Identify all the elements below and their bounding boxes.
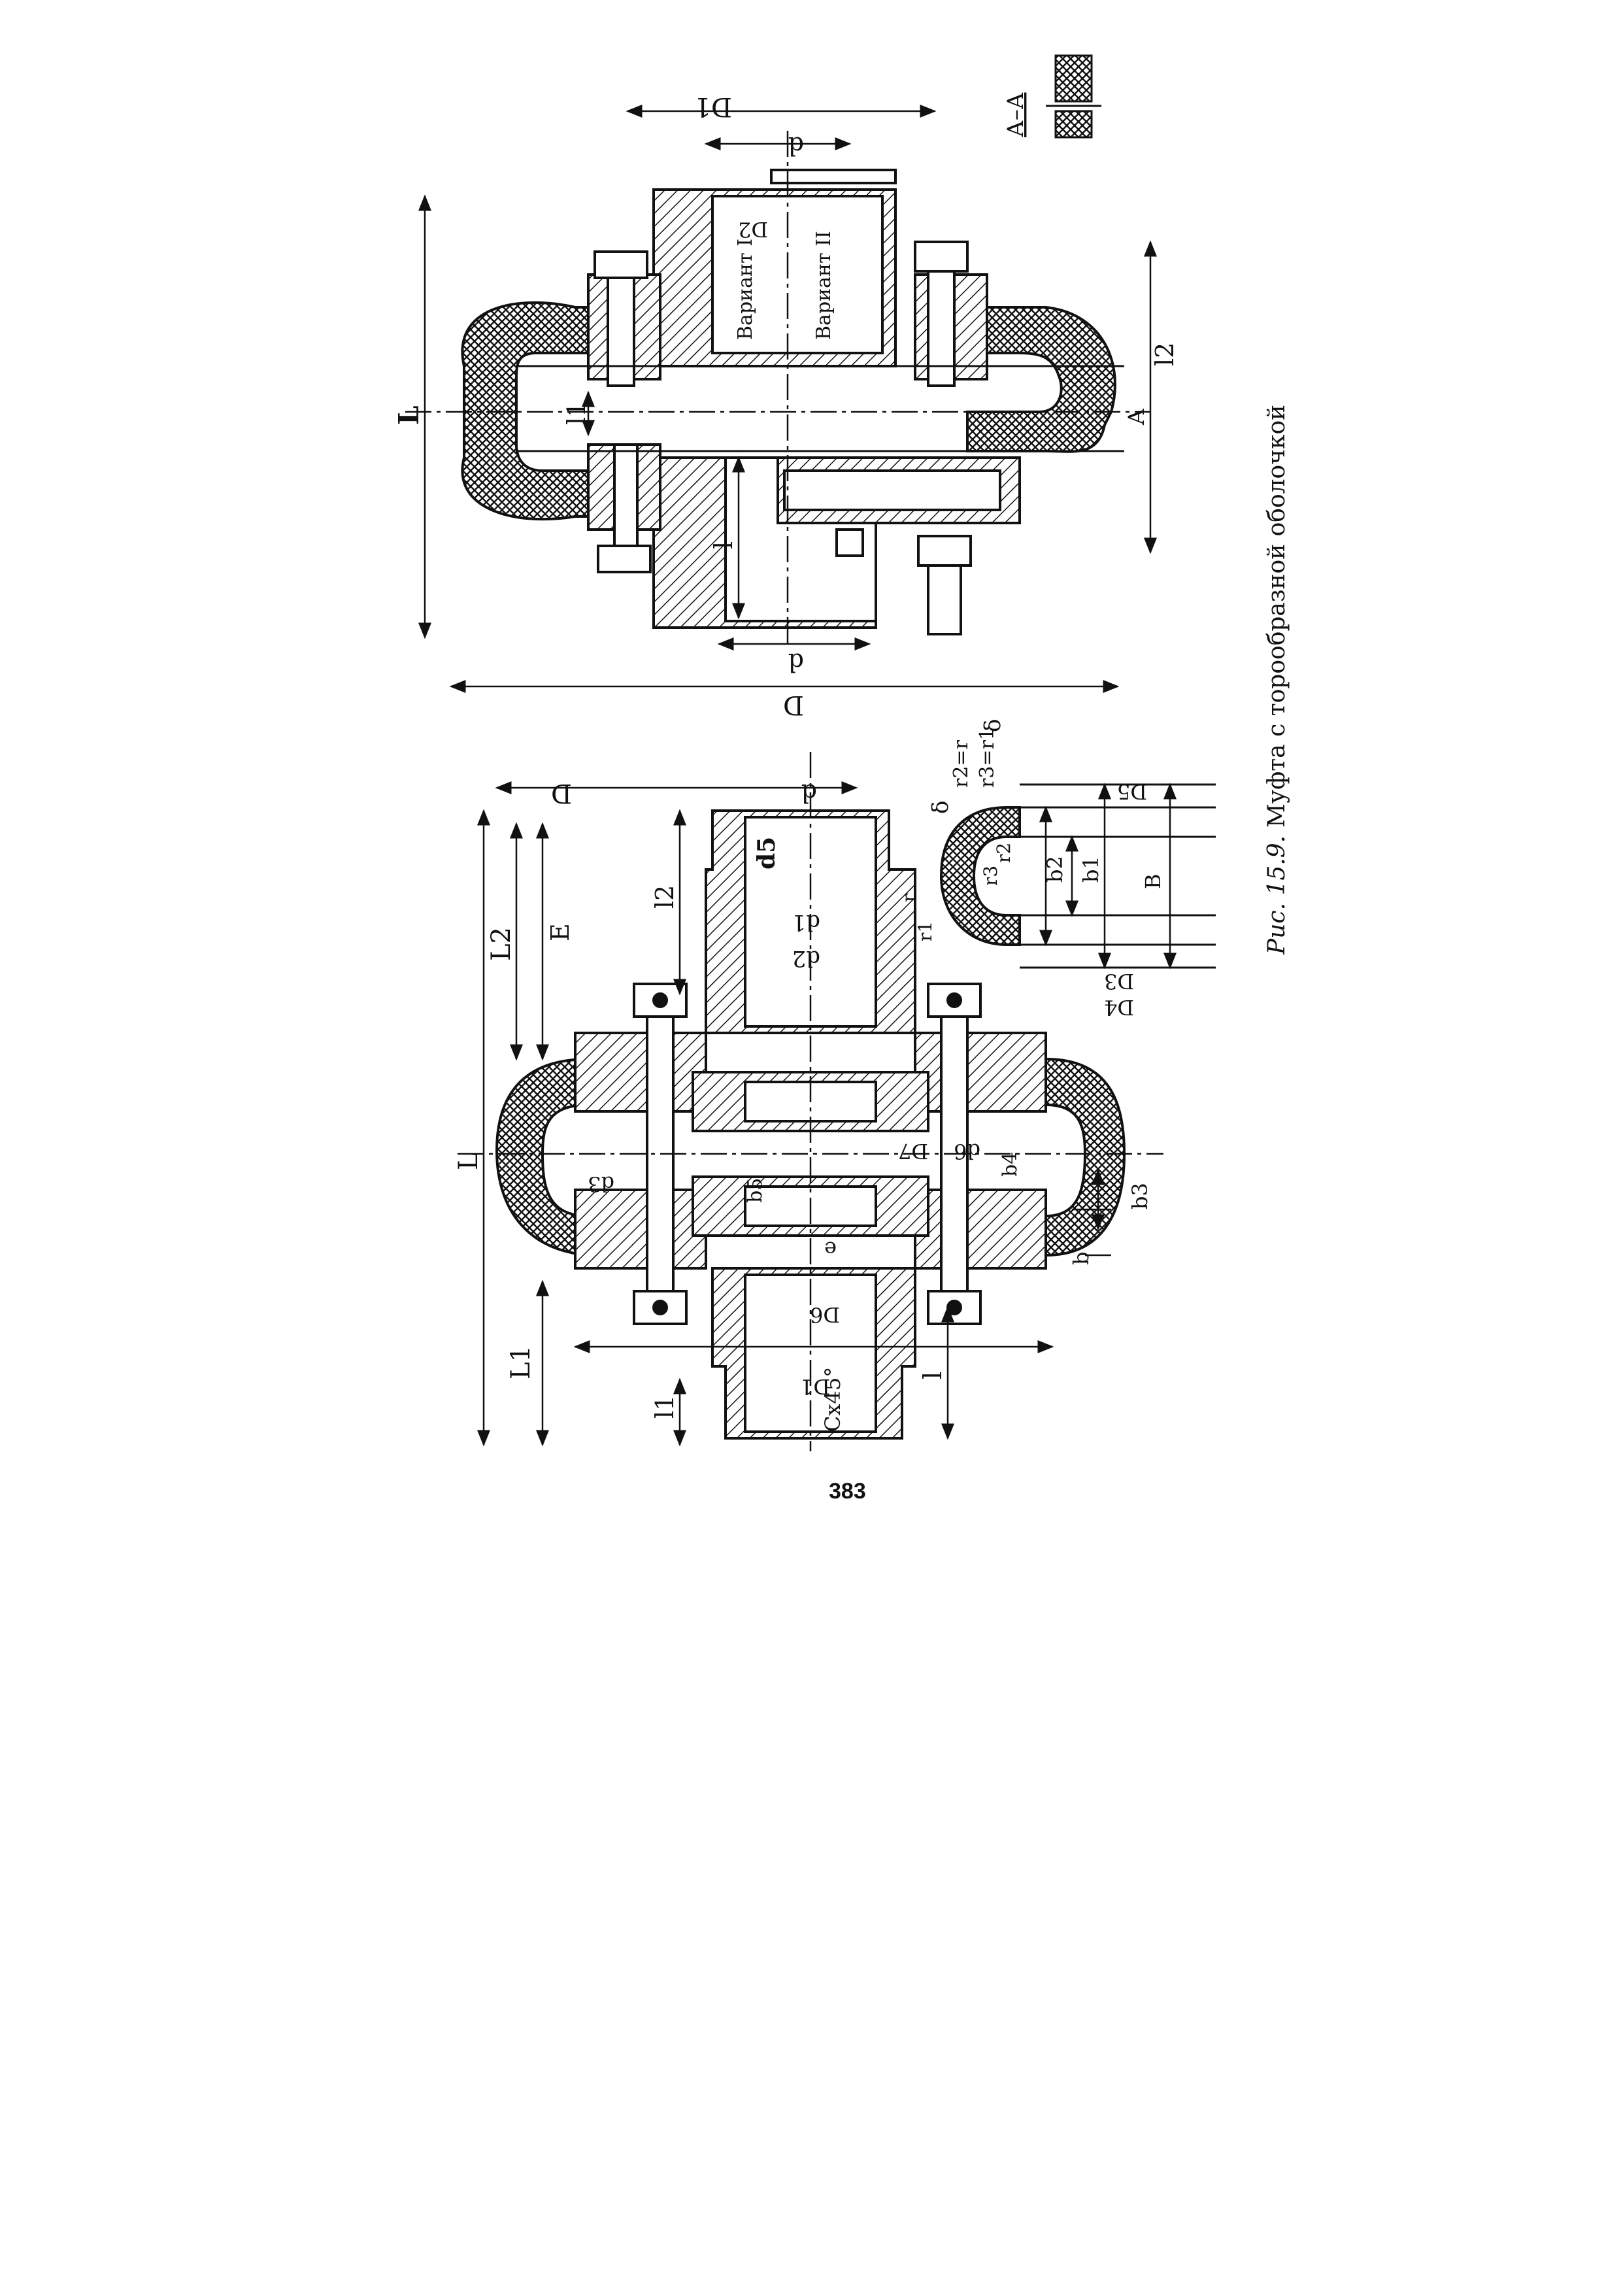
svg-text:Рис. 15.9.Муфта с торообразной: Рис. 15.9. Муфта с торообразной оболочкой	[1263, 405, 1290, 955]
top-drawing-labels: D1 d D2 Вариант I Вариант II L l1 l l2 A…	[393, 92, 1179, 720]
bottom-drawing-labels: L L1 L2 E l1 l2 l D d d5 d1 d2 d6 D7 d3 …	[454, 778, 1152, 1432]
label-d3-bottom: d3	[588, 1172, 614, 1196]
label-r-detail: r	[898, 893, 920, 902]
label-L-top: L	[393, 405, 425, 425]
label-b5-bottom: b5	[744, 1178, 767, 1203]
label-L-bottom: L	[454, 1153, 484, 1170]
label-d-bottom: d	[801, 779, 817, 807]
label-variant-1: Вариант I	[734, 239, 757, 340]
label-b4-bottom: b4	[999, 1152, 1022, 1177]
shell-detail	[939, 783, 1216, 970]
section-mark-AA: А–А	[1003, 92, 1029, 137]
label-l2-top: l2	[1150, 343, 1179, 366]
label-D4-detail: D4	[1104, 995, 1134, 1020]
label-D7-bottom: D7	[898, 1139, 928, 1164]
label-B-detail: B	[1141, 873, 1165, 889]
label-chamfer: Cx45°	[820, 1367, 845, 1432]
label-l-bottom: l	[918, 1372, 947, 1379]
label-D1-bottom: D1	[800, 1374, 830, 1399]
label-D2-top: D2	[738, 217, 768, 242]
label-A-top: A	[1124, 409, 1150, 426]
label-l2-bottom: l2	[650, 885, 679, 909]
label-b3-bottom: b3	[1128, 1183, 1152, 1209]
label-r3: r3=r1	[976, 728, 999, 788]
top-coupling-section	[405, 105, 1157, 693]
label-e-bottom: e	[824, 1237, 837, 1262]
label-L2: L2	[486, 927, 516, 961]
label-delta-2: δ	[980, 719, 1006, 732]
label-b2-detail: b2	[1043, 856, 1067, 883]
label-r1-detail: r1	[914, 921, 936, 941]
label-d-bottom-top: d	[788, 648, 804, 677]
section-AA-detail	[1046, 54, 1101, 139]
label-d2-bottom: d2	[792, 945, 820, 971]
label-delta: δ	[927, 801, 954, 814]
label-D6-bottom: D6	[810, 1302, 840, 1327]
label-d5-bottom: d5	[753, 837, 780, 869]
label-b-bottom: b	[1069, 1252, 1094, 1265]
caption-prefix: Рис. 15.9.	[1263, 836, 1290, 955]
label-variant-2: Вариант II	[812, 231, 835, 340]
bottom-coupling-section	[458, 752, 1163, 1451]
label-d6-bottom: d6	[954, 1139, 980, 1164]
label-l1-top: l1	[562, 401, 591, 425]
label-b1-detail: b1	[1078, 856, 1103, 883]
label-D5-detail: D5	[1117, 779, 1147, 804]
label-E: E	[546, 923, 575, 941]
shell-detail-labels: r2=r r3=r1 δ δ r1 r D5 D3 D4 b2 b1 B r3 …	[898, 719, 1165, 1020]
label-l-top: l	[709, 541, 738, 549]
label-D-top: D	[783, 690, 804, 720]
caption-text: Муфта с торообразной оболочкой	[1263, 405, 1290, 828]
label-L1: L1	[506, 1345, 536, 1379]
label-D-bottom: D	[551, 778, 572, 808]
label-r2b-detail: r2	[993, 843, 1014, 863]
label-l1-bottom: l1	[650, 1395, 679, 1419]
label-D3-detail: D3	[1104, 969, 1134, 994]
label-D1-top: D1	[694, 92, 732, 122]
page-number: 383	[829, 1479, 866, 1504]
label-d1-bottom: d1	[792, 909, 820, 936]
label-d-top: d	[788, 131, 804, 160]
label-r3b-detail: r3	[980, 866, 1001, 886]
label-r2: r2=r	[950, 739, 973, 788]
figure-caption: Рис. 15.9. Муфта с торообразной оболочкой	[1263, 405, 1290, 955]
